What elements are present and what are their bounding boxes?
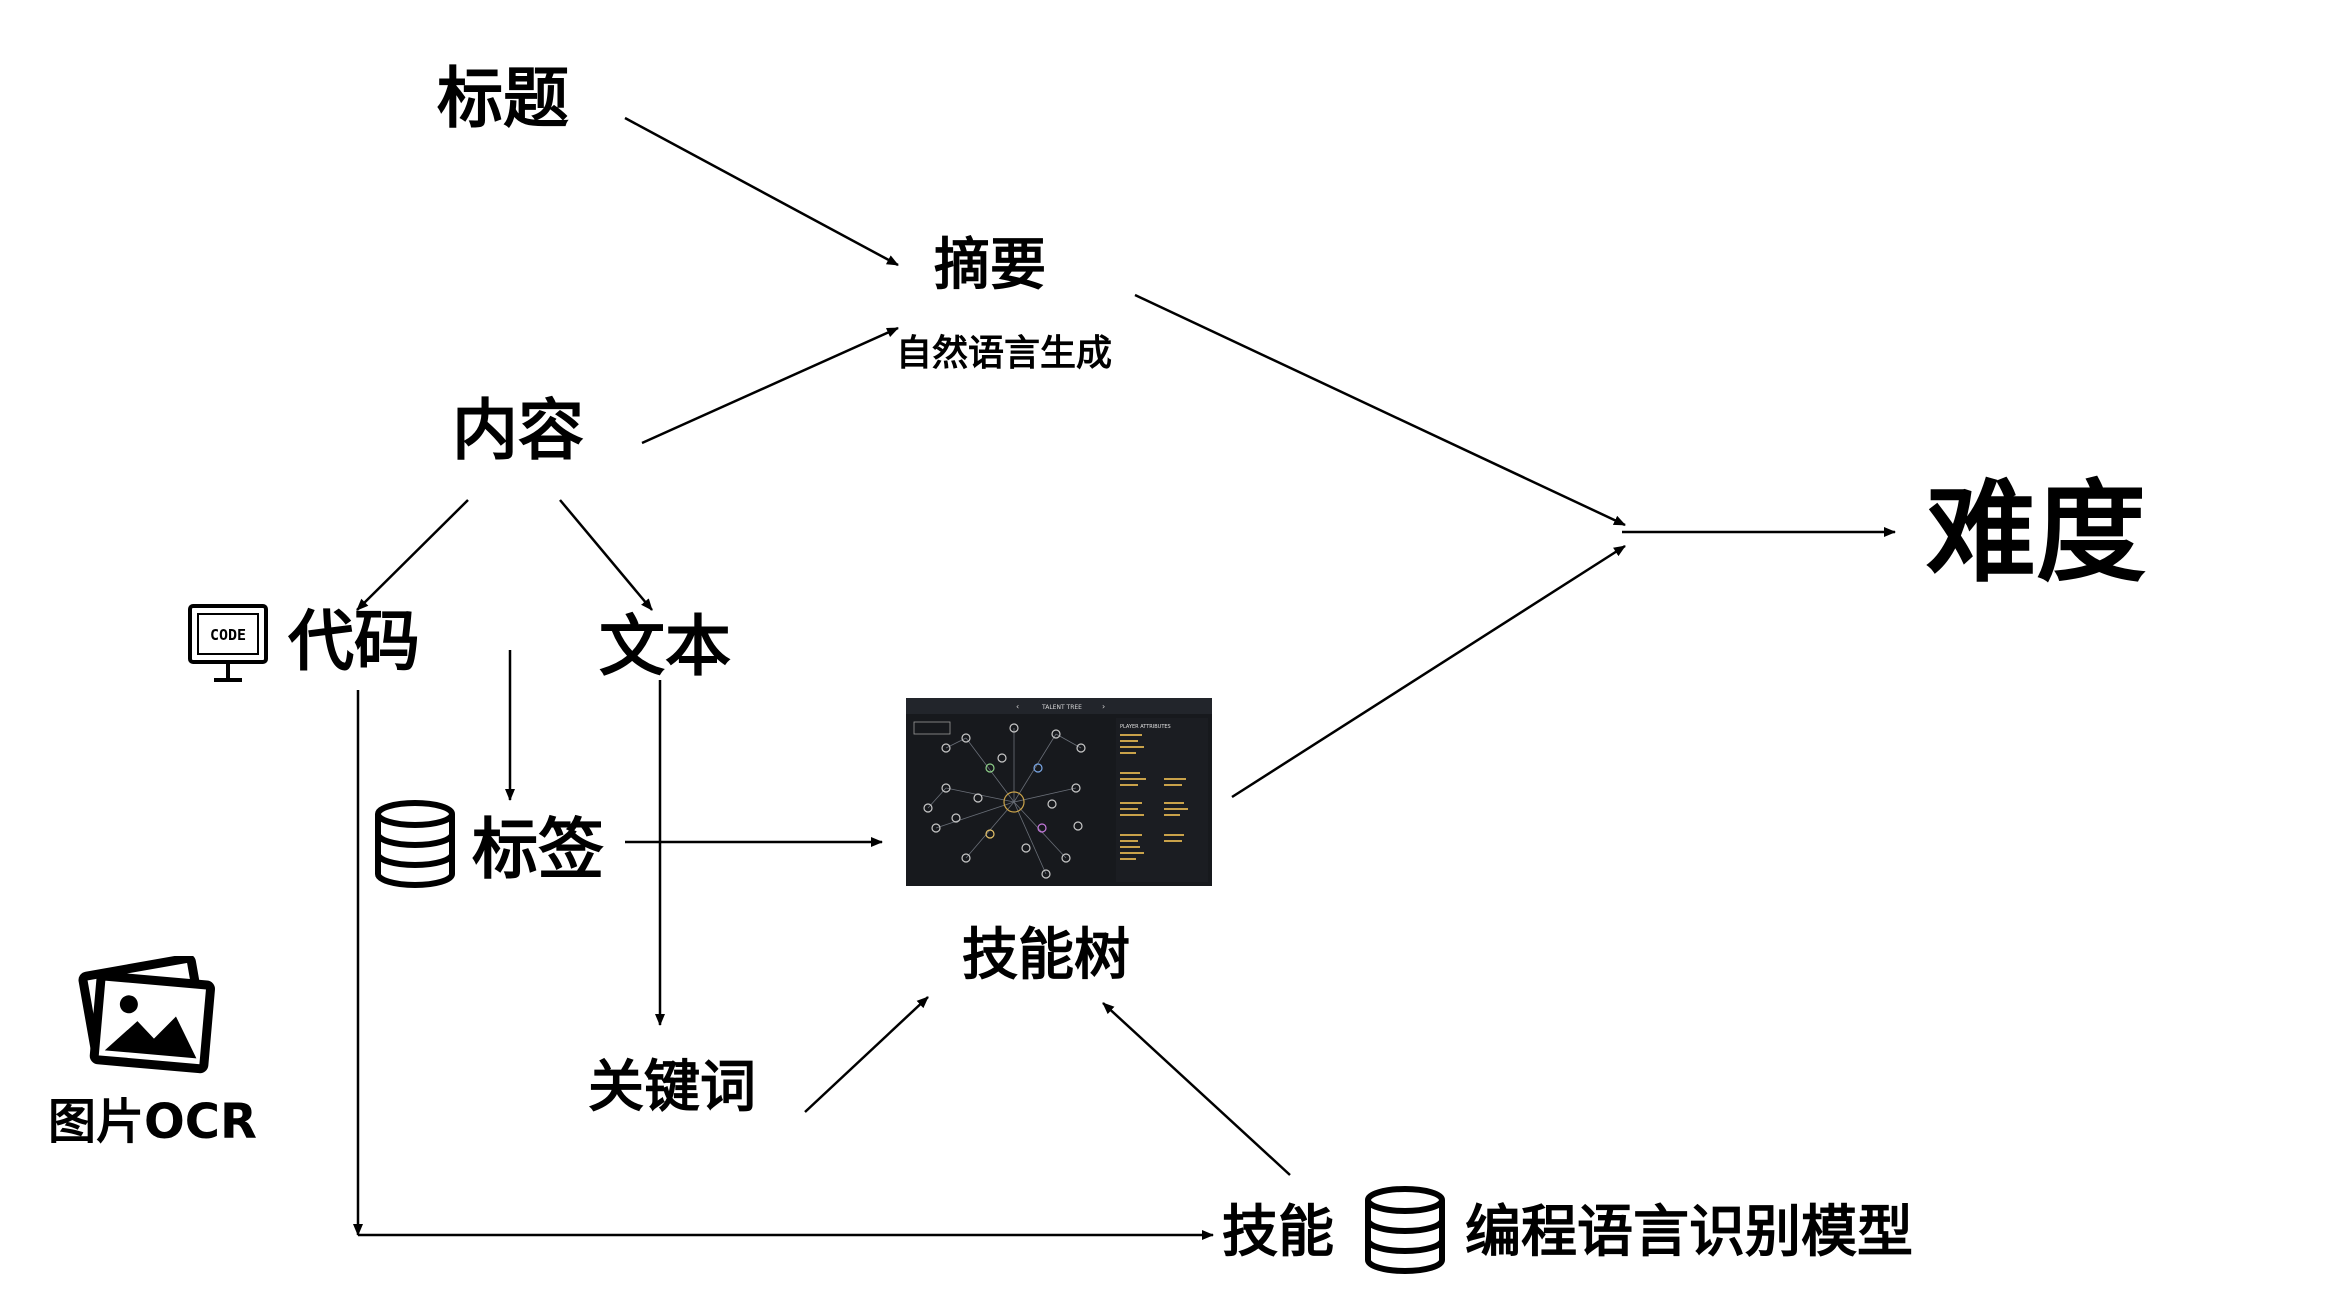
node-title: 标题 xyxy=(437,66,569,132)
node-text: 文本 xyxy=(599,614,731,680)
node-skill: 技能 xyxy=(1222,1205,1334,1261)
svg-text:‹: ‹ xyxy=(1016,702,1019,711)
photo-gallery-icon xyxy=(76,956,220,1074)
node-code: 代码 xyxy=(288,609,420,675)
node-image-ocr: 图片OCR xyxy=(48,1098,257,1146)
database-icon xyxy=(374,800,456,888)
thumbnail-heading: TALENT TREE xyxy=(1041,704,1082,711)
node-summary: 摘要 xyxy=(934,238,1046,294)
node-keywords: 关键词 xyxy=(588,1060,756,1116)
code-monitor-icon: CODE xyxy=(186,602,270,686)
edge-content-code xyxy=(357,500,468,610)
node-nlg: 自然语言生成 xyxy=(896,336,1112,372)
code-icon-label: CODE xyxy=(210,626,246,644)
thumbnail-panel-title: PLAYER ATTRIBUTES xyxy=(1120,724,1171,730)
edge-keywords-skilltree xyxy=(805,997,928,1112)
edge-content-text xyxy=(560,500,652,610)
svg-text:›: › xyxy=(1102,702,1105,711)
node-tags: 标签 xyxy=(472,817,604,883)
node-skill-tree: 技能树 xyxy=(962,928,1130,984)
edge-skilltree-merge xyxy=(1232,546,1625,797)
node-difficulty: 难度 xyxy=(1926,478,2146,588)
edge-skill-skilltree xyxy=(1103,1003,1290,1175)
node-content: 内容 xyxy=(452,398,584,464)
edge-summary-merge xyxy=(1135,295,1625,525)
node-lang-model: 编程语言识别模型 xyxy=(1465,1205,1913,1261)
edge-title-summary xyxy=(625,118,898,265)
skill-tree-screenshot: TALENT TREE ‹ › PLAYER ATTRIBUTES xyxy=(906,698,1212,886)
database-icon xyxy=(1364,1186,1446,1274)
edge-content-summary xyxy=(642,328,898,443)
